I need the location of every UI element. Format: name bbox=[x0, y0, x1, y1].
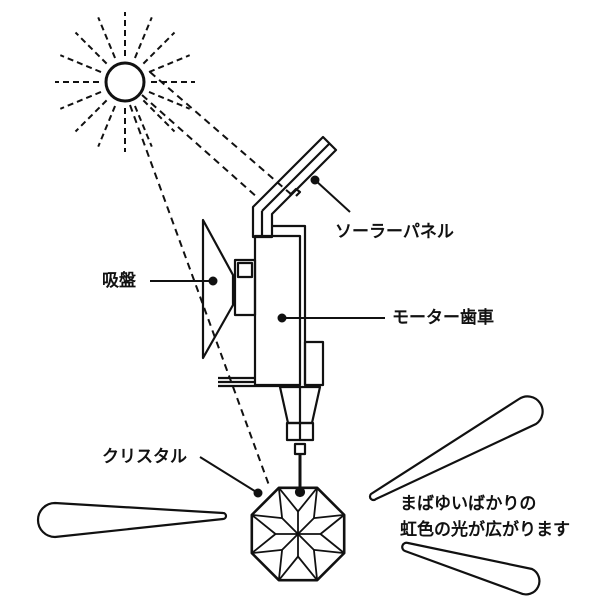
sun-ray bbox=[142, 99, 176, 133]
gear-shaft bbox=[278, 385, 322, 498]
crystal-facet bbox=[251, 514, 277, 554]
crystal-facet bbox=[319, 514, 345, 554]
light-beam-left bbox=[36, 501, 228, 539]
label-suction-cup: 吸盤 bbox=[102, 271, 136, 291]
label-crystal: クリスタル bbox=[102, 447, 187, 467]
crystal-facet bbox=[297, 517, 315, 535]
caption-line-2: 虹色の光が広がります bbox=[400, 520, 570, 540]
light-beam-upper-right bbox=[368, 395, 544, 502]
label-solar-panel: ソーラーパネル bbox=[335, 222, 454, 242]
sun-ray bbox=[148, 54, 191, 73]
crystal-facet bbox=[313, 487, 345, 519]
crystal-facet bbox=[278, 555, 318, 581]
crystal bbox=[250, 486, 346, 582]
crystal-facet bbox=[297, 533, 315, 551]
label-motor-gear: モーター歯車 bbox=[392, 308, 494, 328]
light-beam-lower-right bbox=[401, 541, 541, 596]
motor-housing bbox=[218, 224, 325, 388]
sun-ray bbox=[134, 16, 153, 59]
sun-ray bbox=[74, 99, 108, 133]
suction-cup bbox=[201, 218, 235, 360]
sun-ray bbox=[134, 105, 153, 148]
crystal-facet bbox=[281, 517, 299, 535]
sun-icon bbox=[55, 12, 195, 152]
sun-ray bbox=[148, 91, 191, 110]
sun-ray bbox=[74, 31, 108, 65]
sunlight-rays bbox=[129, 71, 293, 489]
sun-ray bbox=[142, 31, 176, 65]
crystal-facet bbox=[281, 533, 299, 551]
light-beams bbox=[36, 395, 544, 596]
caption-line-1: まばゆいばかりの bbox=[400, 494, 537, 514]
crystal-facet bbox=[251, 549, 283, 581]
sun-ray bbox=[59, 54, 102, 73]
crystal-facet bbox=[313, 549, 345, 581]
sun-ray bbox=[97, 105, 116, 148]
leader-lines bbox=[150, 175, 385, 498]
sun-ray bbox=[59, 91, 102, 110]
sun-ray bbox=[97, 16, 116, 59]
